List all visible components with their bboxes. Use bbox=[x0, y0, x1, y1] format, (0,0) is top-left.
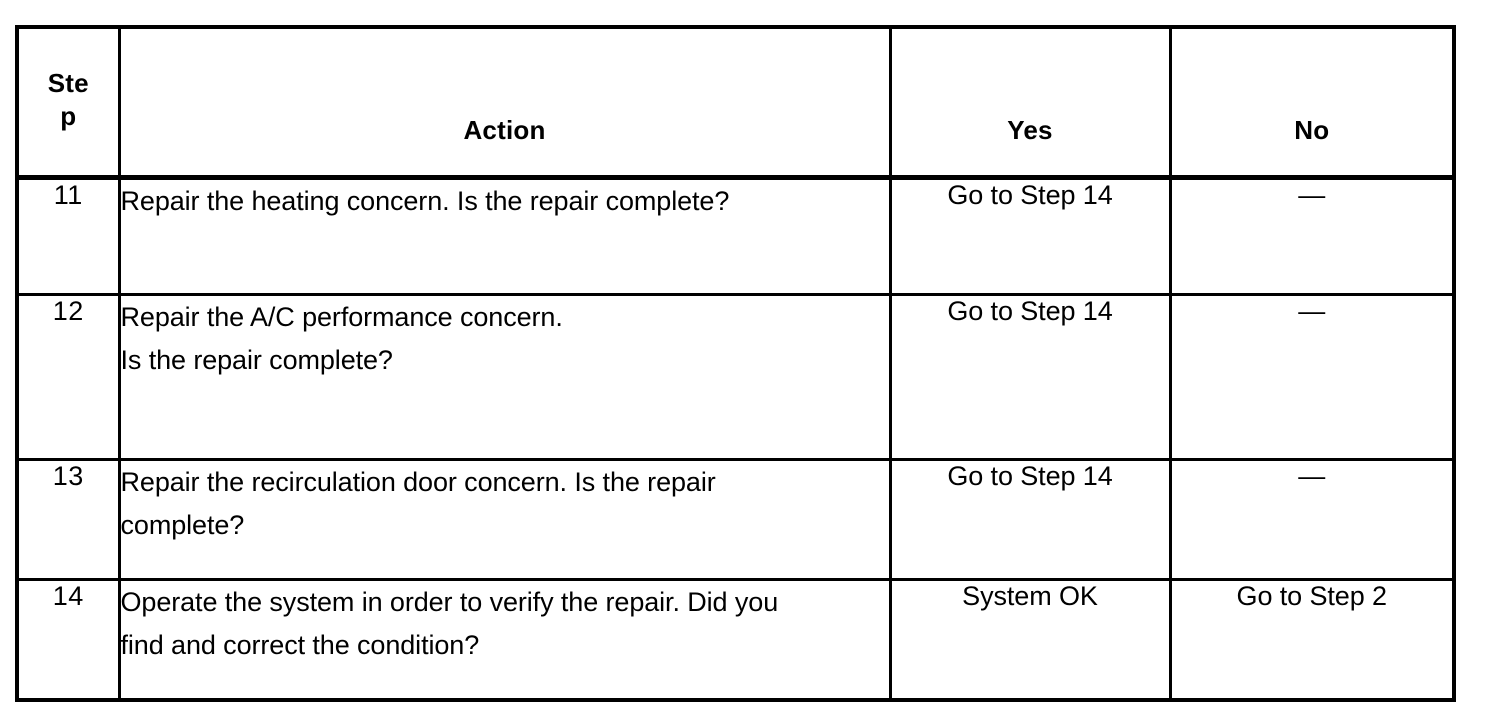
cell-yes-label: System OK bbox=[962, 580, 1098, 611]
cell-yes-result: System OK bbox=[888, 577, 1172, 702]
cell-no-label: — bbox=[1298, 295, 1326, 326]
cell-no-result: Go to Step 2 bbox=[1168, 577, 1456, 702]
cell-no-label: Go to Step 2 bbox=[1236, 580, 1388, 611]
cell-action-text: Operate the system in order to verify th… bbox=[117, 577, 892, 702]
column-header-step-label: Step bbox=[47, 67, 89, 132]
table-header-row: Step Action Yes No bbox=[15, 25, 1456, 180]
table-row: 12 Repair the A/C performance concern. I… bbox=[15, 292, 1456, 461]
cell-yes-result: Go to Step 14 bbox=[888, 175, 1172, 296]
action-line: Operate the system in order to verify th… bbox=[120, 586, 779, 617]
table-row: 11 Repair the heating concern. Is the re… bbox=[15, 175, 1456, 296]
diagnostic-steps-table: Step Action Yes No 11 Repair the heating… bbox=[15, 25, 1456, 702]
cell-no-result: — bbox=[1168, 457, 1456, 581]
cell-step-number: 11 bbox=[15, 175, 121, 296]
action-line: Repair the heating concern. Is the repai… bbox=[120, 185, 730, 216]
cell-yes-label: Go to Step 14 bbox=[947, 179, 1113, 210]
column-header-step: Step bbox=[15, 25, 121, 180]
cell-yes-label: Go to Step 14 bbox=[947, 295, 1113, 326]
cell-step-number: 13 bbox=[15, 457, 121, 581]
cell-no-result: — bbox=[1168, 292, 1456, 461]
action-line: Repair the A/C performance concern. bbox=[120, 301, 563, 332]
column-header-action-label: Action bbox=[463, 115, 546, 146]
diagnostic-table-container: Step Action Yes No 11 Repair the heating… bbox=[15, 25, 1456, 702]
cell-yes-result: Go to Step 14 bbox=[888, 292, 1172, 461]
cell-yes-result: Go to Step 14 bbox=[888, 457, 1172, 581]
cell-step-number: 14 bbox=[15, 577, 121, 702]
cell-action-text: Repair the A/C performance concern. Is t… bbox=[117, 292, 892, 461]
column-header-no-label: No bbox=[1294, 115, 1330, 146]
column-header-no: No bbox=[1168, 25, 1456, 180]
action-line: find and correct the condition? bbox=[120, 630, 480, 661]
cell-no-label: — bbox=[1298, 179, 1326, 210]
column-header-yes-label: Yes bbox=[1007, 115, 1053, 146]
column-header-action: Action bbox=[117, 25, 892, 180]
cell-yes-label: Go to Step 14 bbox=[947, 460, 1113, 491]
cell-step-number: 12 bbox=[15, 292, 121, 461]
action-line: Repair the recirculation door concern. I… bbox=[120, 466, 716, 497]
action-line: Is the repair complete? bbox=[120, 345, 393, 376]
cell-no-result: — bbox=[1168, 175, 1456, 296]
column-header-yes: Yes bbox=[888, 25, 1172, 180]
cell-action-text: Repair the recirculation door concern. I… bbox=[117, 457, 892, 581]
table-row: 13 Repair the recirculation door concern… bbox=[15, 457, 1456, 581]
action-line: complete? bbox=[120, 510, 245, 541]
table-row: 14 Operate the system in order to verify… bbox=[15, 577, 1456, 702]
table-body: 11 Repair the heating concern. Is the re… bbox=[15, 175, 1456, 702]
cell-action-text: Repair the heating concern. Is the repai… bbox=[117, 175, 892, 296]
cell-no-label: — bbox=[1298, 460, 1326, 491]
